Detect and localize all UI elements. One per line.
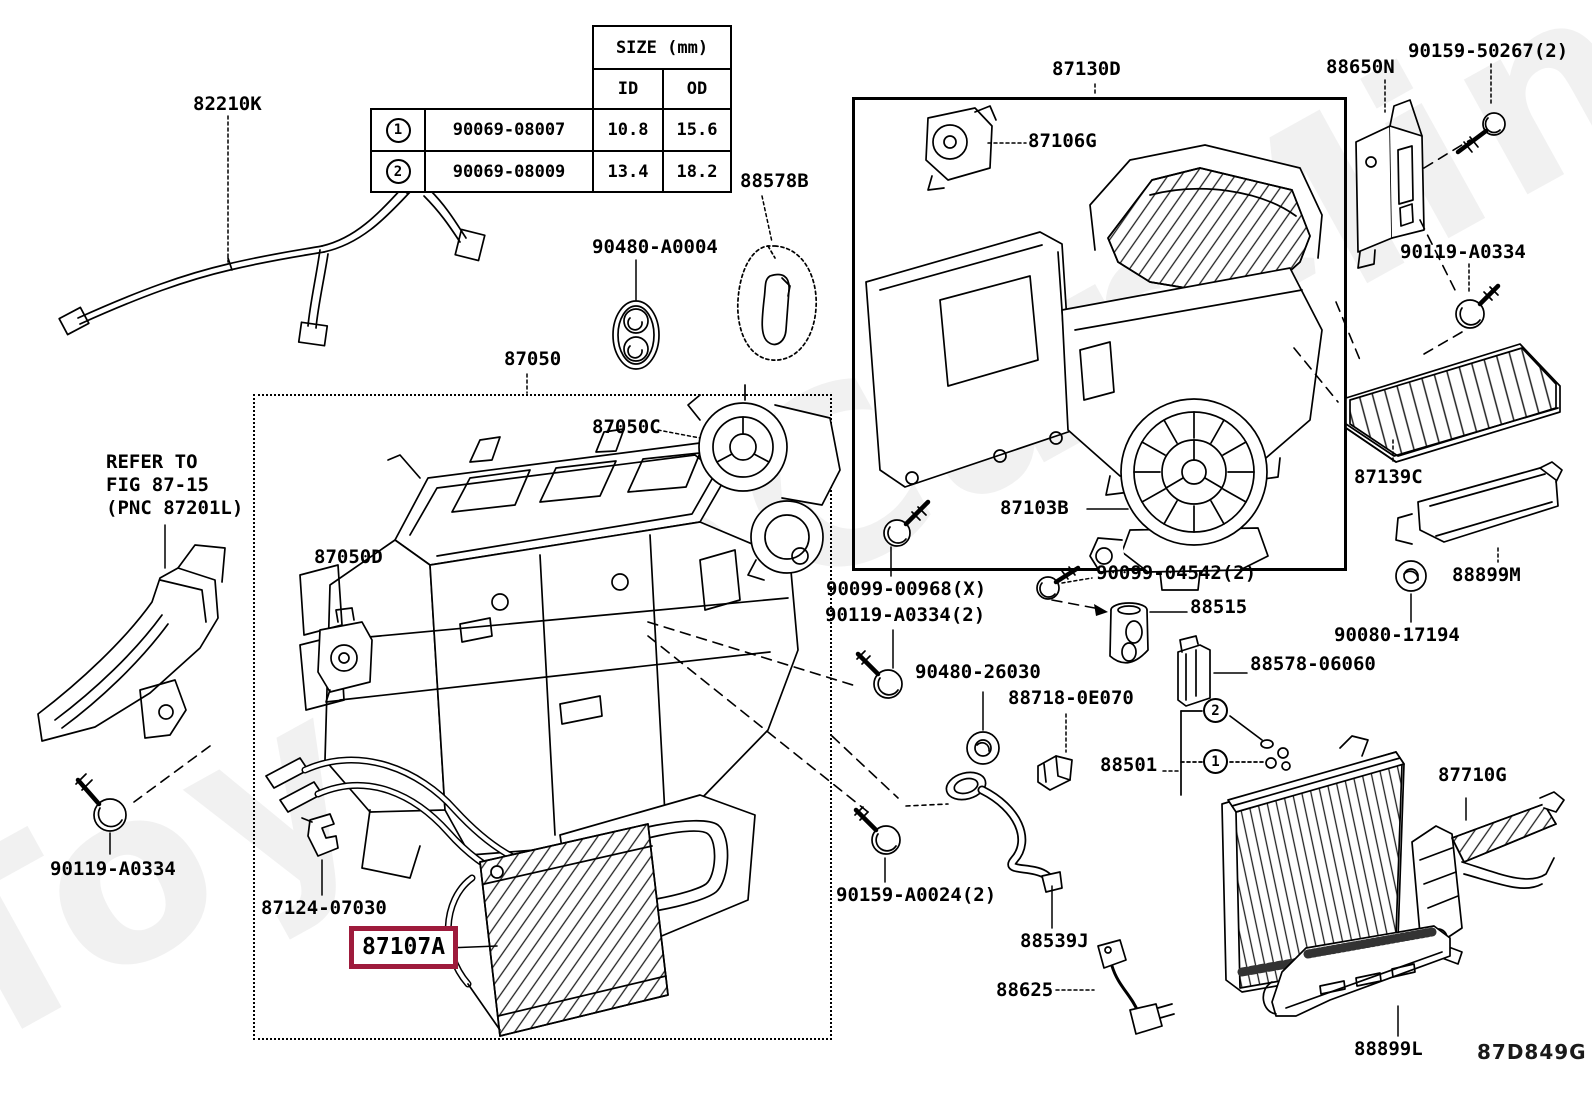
part-label-90480-A0004: 90480-A0004	[592, 236, 718, 258]
part-label-87130D: 87130D	[1052, 58, 1121, 80]
part-label-88501: 88501	[1100, 754, 1158, 776]
part-label-87710G: 87710G	[1438, 764, 1507, 786]
size-table-row2-part: 90069-08009	[424, 150, 594, 193]
part-label-87050C: 87050C	[592, 416, 661, 438]
part-label-90119-A0334: 90119-A0334	[50, 858, 176, 880]
part-label-90080-17194: 90080-17194	[1334, 624, 1460, 646]
part-label-88578-06060: 88578-06060	[1250, 653, 1376, 675]
part-label-90119-A0334(2): 90119-A0334(2)	[825, 604, 986, 626]
size-table-row1-id: 10.8	[592, 108, 664, 152]
highlighted-part-87107a[interactable]: 87107A	[349, 926, 459, 969]
part-label-90159-50267(2): 90159-50267(2)	[1408, 40, 1569, 62]
refer-note-line2: FIG 87-15	[106, 474, 209, 496]
part-label-88625: 88625	[996, 979, 1054, 1001]
part-label-87103B: 87103B	[1000, 497, 1069, 519]
part-label-88515: 88515	[1190, 596, 1248, 618]
part-label-82210K: 82210K	[193, 93, 262, 115]
part-label-88578B: 88578B	[740, 170, 809, 192]
size-table-row1-od: 15.6	[662, 108, 732, 152]
size-table: SIZE (mm) ID OD 1 90069-08007 10.8 15.6 …	[370, 25, 732, 193]
part-label-88539J: 88539J	[1020, 930, 1089, 952]
part-label-88899L: 88899L	[1354, 1038, 1423, 1060]
size-table-row2-od: 18.2	[662, 150, 732, 193]
refer-note-line1: REFER TO	[106, 451, 198, 473]
part-label-88650N: 88650N	[1326, 56, 1395, 78]
part-label-90099-00968(X): 90099-00968(X)	[826, 578, 987, 600]
part-label-87106G: 87106G	[1028, 130, 1097, 152]
part-label-87124-07030: 87124-07030	[261, 897, 387, 919]
part-label-88899M: 88899M	[1452, 564, 1521, 586]
part-label-87050: 87050	[504, 348, 562, 370]
part-label-90480-26030: 90480-26030	[915, 661, 1041, 683]
refer-note-line3: (PNC 87201L)	[106, 497, 244, 519]
size-table-row1-part: 90069-08007	[424, 108, 594, 152]
size-table-row1-marker-cell: 1	[370, 108, 426, 152]
part-label-90119-A0334: 90119-A0334	[1400, 241, 1526, 263]
part-label-90159-A0024(2): 90159-A0024(2)	[836, 884, 997, 906]
diagram-code: 87D849G	[1477, 1040, 1587, 1064]
part-label-87050D: 87050D	[314, 546, 383, 568]
part-label-87139C: 87139C	[1354, 466, 1423, 488]
part-label-90099-04542(2): 90099-04542(2)	[1096, 562, 1257, 584]
size-table-row2-id: 13.4	[592, 150, 664, 193]
circled-marker-1: 1	[385, 117, 411, 143]
part-label-88718-0E070: 88718-0E070	[1008, 687, 1134, 709]
